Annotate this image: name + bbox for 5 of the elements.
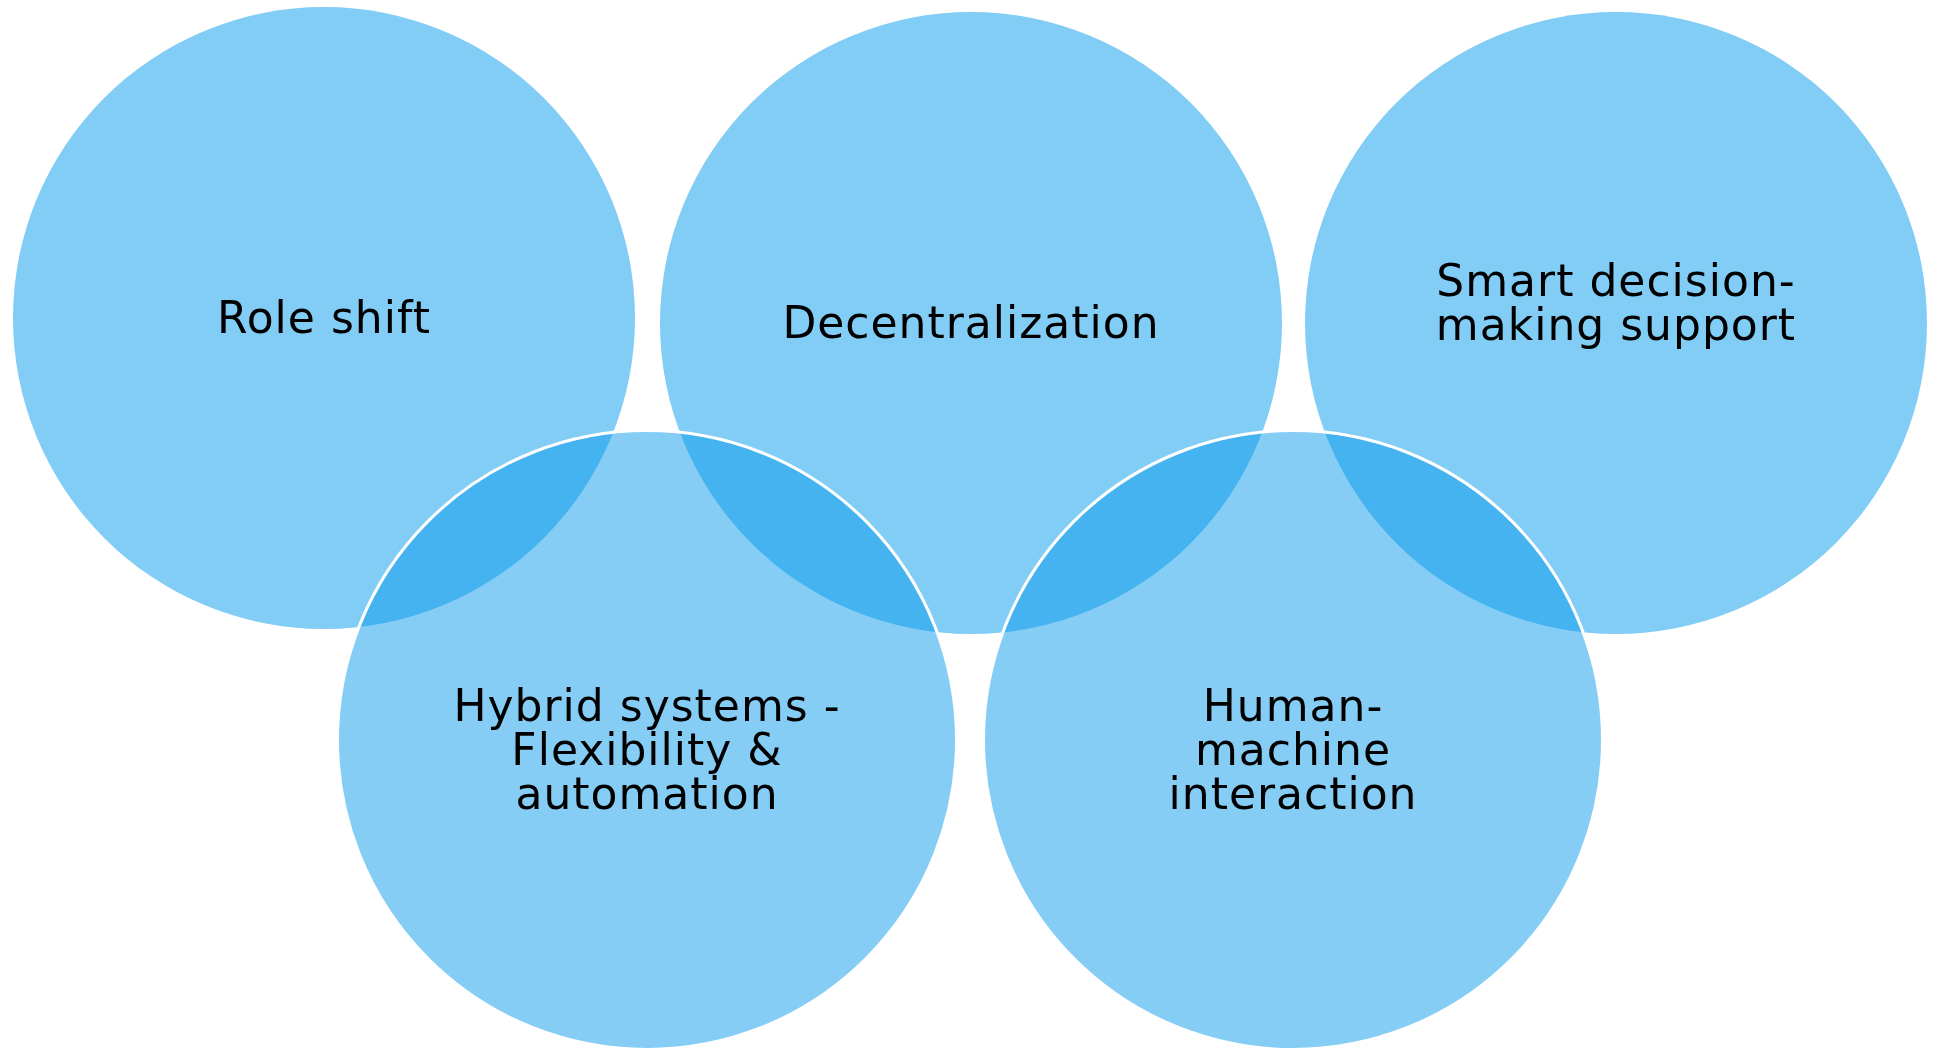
- circle-label: Smart decision-making support: [1434, 259, 1798, 347]
- circle-label: Hybrid systems - Flexibility & automation: [452, 684, 842, 816]
- circle-label: Role shift: [216, 296, 432, 340]
- circle-label: Human-machine interaction: [1167, 684, 1419, 816]
- circle-label: Decentralization: [781, 301, 1161, 345]
